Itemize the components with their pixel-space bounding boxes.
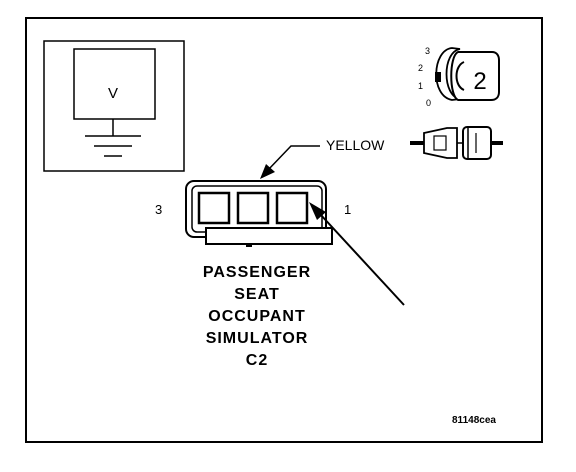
caption-line-3: OCCUPANT [208,308,305,325]
c2-connector [185,180,333,247]
wire-color-label: YELLOW [326,137,385,153]
caption-line-5: C2 [246,352,268,369]
key-label: 2 [473,68,486,95]
caption-line-2: SEAT [234,286,279,303]
cavity-3 [197,191,231,225]
connector-key-icon: 3 2 1 0 2 [418,46,500,108]
caption-line-4: SIMULATOR [206,330,309,347]
voltmeter-box: V [43,40,185,172]
connector-latch [205,227,333,245]
pin-pointer-arrow [309,202,405,306]
voltmeter-symbol: V [108,85,118,102]
wire-color-callout: YELLOW [260,137,385,179]
voltmeter-display [73,48,156,120]
key-pin-2: 2 [418,63,423,73]
caption-line-1: PASSENGER [203,264,311,281]
outer-frame [25,17,543,443]
pin-label-right: 1 [344,202,351,217]
connector-halves-icon [410,126,503,160]
figure-id: 81148cea [452,415,496,426]
key-pin-0: 0 [426,98,431,108]
ground-icon [85,135,141,157]
key-pin-1: 1 [418,81,423,91]
connector-caption: PASSENGER SEAT OCCUPANT SIMULATOR C2 [203,264,311,369]
cavity-1 [275,191,309,225]
key-pin-3: 3 [425,46,430,56]
pin-label-left: 3 [155,202,162,217]
cavity-2 [236,191,270,225]
